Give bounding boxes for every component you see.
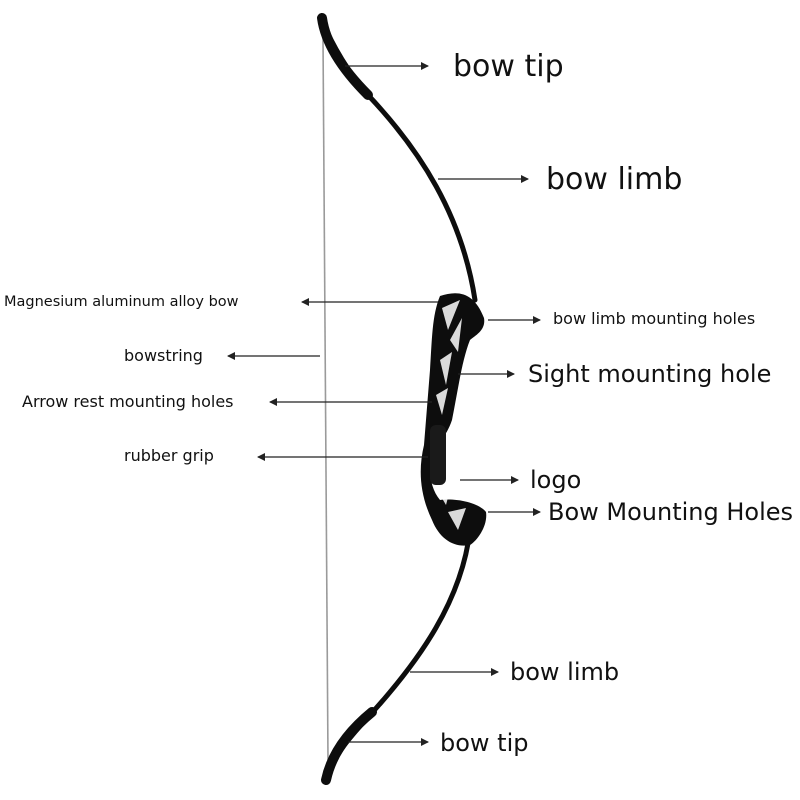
lower-tip [321,707,377,785]
label-limb-holes: bow limb mounting holes [553,309,756,328]
bowstring-line [322,37,329,761]
label-bow-limb-bot: bow limb [510,658,620,686]
label-riser: Magnesium aluminum alloy bow [4,294,239,310]
upper-tip [317,13,373,100]
label-bow-limb-top: bow limb [546,162,683,197]
label-sight-hole: Sight mounting hole [528,360,772,388]
arrows [227,62,541,746]
label-logo: logo [530,466,582,494]
riser [420,293,487,546]
label-bow-tip-top: bow tip [453,49,564,84]
label-arrow-rest: Arrow rest mounting holes [22,392,234,411]
label-bow-holes: Bow Mounting Holes [548,498,794,526]
label-grip: rubber grip [124,446,214,465]
label-bow-tip-bot: bow tip [440,729,529,757]
label-bowstring: bowstring [124,346,203,365]
